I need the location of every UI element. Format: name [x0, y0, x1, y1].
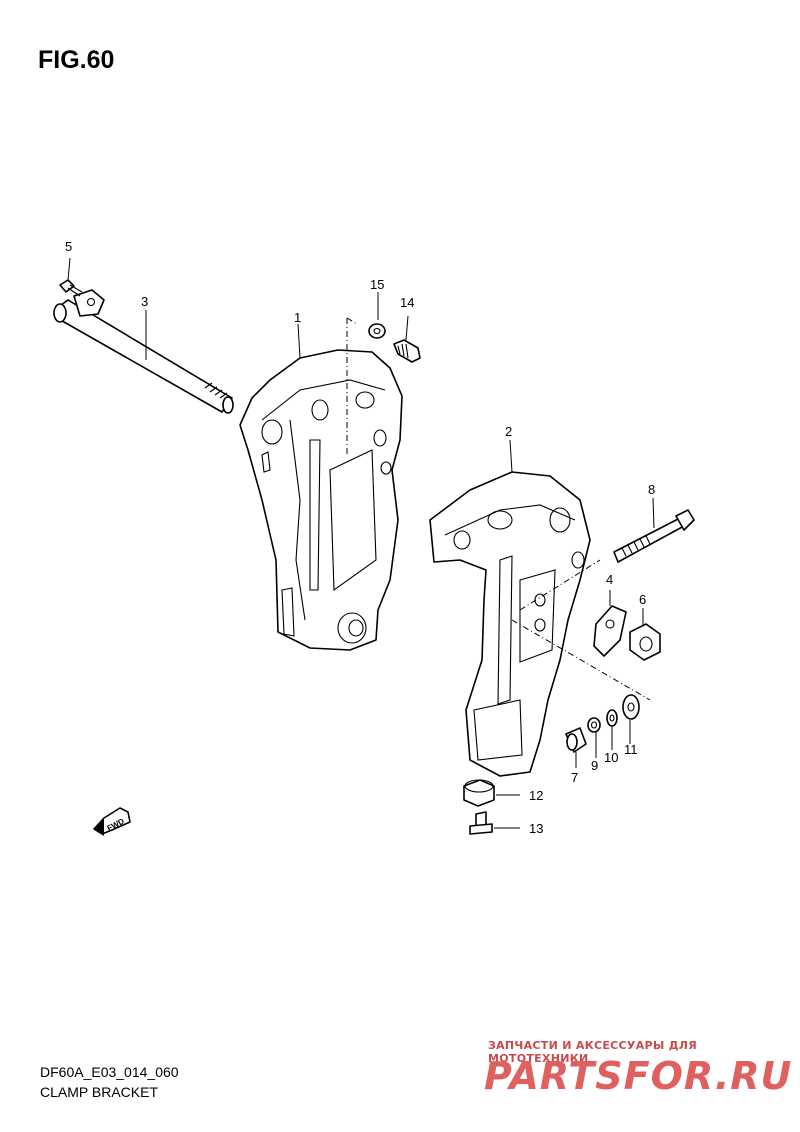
- fwd-arrow-icon: FWD: [93, 807, 131, 836]
- callout-4: 4: [606, 572, 613, 587]
- callout-13: 13: [529, 821, 543, 836]
- nut-part-6: [629, 623, 661, 661]
- clamp-bracket-right-part: [429, 471, 591, 777]
- callout-7: 7: [571, 770, 578, 785]
- callout-8: 8: [648, 482, 655, 497]
- washer-part-11: [622, 694, 640, 720]
- callout-11: 11: [624, 742, 638, 757]
- bolt-part-14: [393, 339, 421, 363]
- callout-10: 10: [604, 750, 618, 765]
- callout-14: 14: [400, 295, 414, 310]
- figure-title: FIG.60: [38, 46, 115, 74]
- figure-code: DF60A_E03_014_060: [40, 1064, 179, 1080]
- bolt-part-8: [613, 509, 695, 563]
- callout-9: 9: [591, 758, 598, 773]
- sleeve-part-7: [565, 727, 587, 753]
- nut-part-9: [587, 717, 601, 733]
- rubber-part-12: [463, 779, 495, 807]
- figure-name: CLAMP BRACKET: [40, 1084, 158, 1100]
- callout-5: 5: [65, 239, 72, 254]
- bolt-part: [59, 279, 83, 297]
- clamp-bracket-left-part: [239, 349, 403, 651]
- alignment-lines: [346, 317, 651, 701]
- callout-12: 12: [529, 788, 543, 803]
- bolt-part-13: [469, 811, 493, 835]
- watermark-logo: PARTSFOR.RU: [484, 1054, 793, 1098]
- callout-2: 2: [505, 424, 512, 439]
- callout-1: 1: [294, 310, 301, 325]
- plate-part-4: [593, 605, 627, 657]
- callout-6: 6: [639, 592, 646, 607]
- washer-part-10: [606, 709, 618, 727]
- tilt-tube-part: [53, 289, 234, 414]
- callout-3: 3: [141, 294, 148, 309]
- washer-part-15: [368, 323, 386, 339]
- callout-15: 15: [370, 277, 384, 292]
- leader-lines: [67, 257, 655, 829]
- watermark-tagline: ЗАПЧАСТИ И АКСЕССУАРЫ ДЛЯ МОТОТЕХНИКИ: [488, 1039, 698, 1065]
